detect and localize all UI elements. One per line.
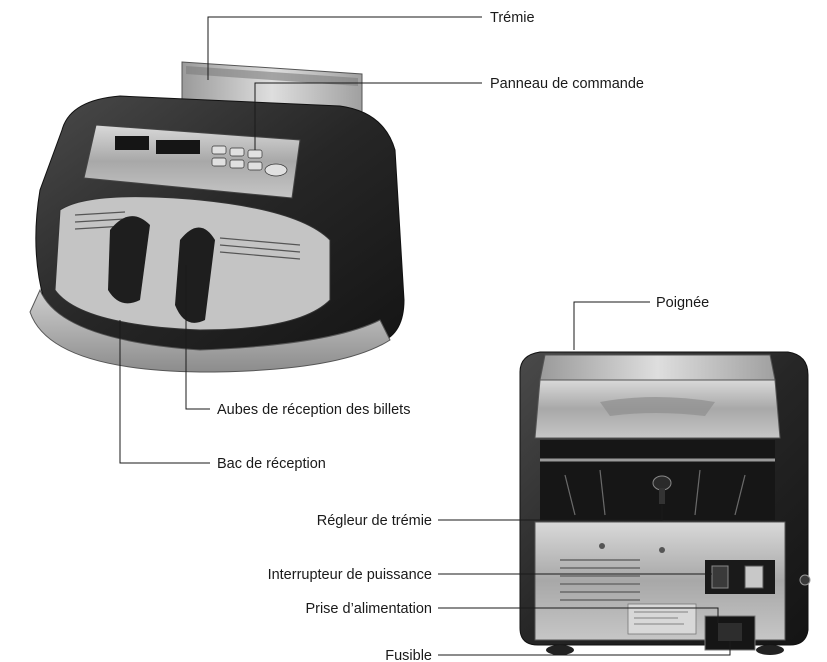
handle-bar [539,354,776,381]
label-handle: Poignée [656,295,709,311]
label-stacker: Bac de réception [217,456,326,472]
leader-stacker [119,320,210,464]
rating-sticker [627,603,697,635]
rear-vents [560,559,640,601]
callout-labels: Trémie Panneau de commande Aubes de réce… [217,10,709,662]
label-hopper: Trémie [490,10,535,26]
leader-handle [573,301,650,350]
receiving-blade-left [108,216,150,304]
vent-ribs [74,211,301,260]
label-fuse: Fusible [385,648,432,662]
label-hopper-adjuster: Régleur de trémie [317,513,432,529]
rear-lower-panel [534,521,786,641]
leader-hopper-adjuster [438,505,663,521]
receiving-blade-right [175,227,215,323]
leader-receiving-blades [185,265,210,410]
leader-hopper [207,16,482,80]
display-window-mid [156,140,200,154]
control-buttons [211,145,288,177]
display-window-left [115,136,149,150]
power-switch [711,565,729,589]
label-power-switch: Interrupteur de puissance [268,567,432,583]
label-control-panel: Panneau de commande [490,76,644,92]
leader-lines [119,16,731,656]
label-receiving-blades: Aubes de réception des billets [217,402,410,418]
leader-control-panel [254,82,482,150]
leader-fuse [438,641,731,656]
label-power-socket: Prise d’alimentation [305,601,432,617]
rear-view-illustration [519,351,811,655]
front-view-illustration [29,61,405,373]
leader-power-socket [438,607,719,623]
hopper-adjuster-knob [652,475,672,491]
